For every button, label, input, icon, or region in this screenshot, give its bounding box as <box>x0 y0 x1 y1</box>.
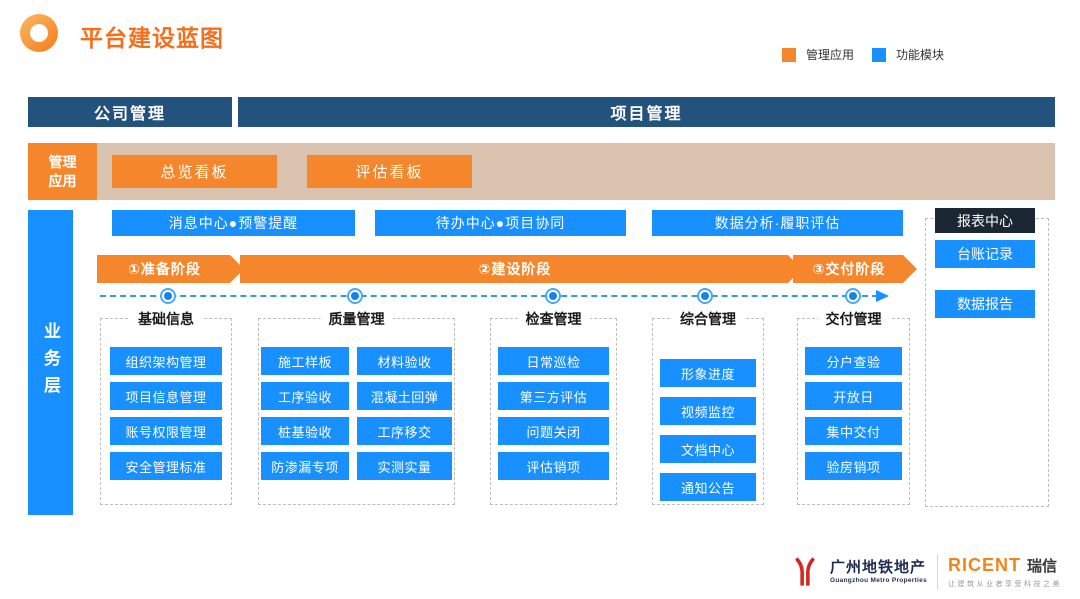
metro-name-cn: 广州地铁地产 <box>829 559 926 577</box>
header-project-management: 项目管理 <box>238 97 1055 127</box>
group-comprehensive-title: 综合管理 <box>672 309 744 329</box>
module-open-day: 开放日 <box>805 382 902 410</box>
title-ring-icon <box>20 14 58 52</box>
module-house-check-closeout: 验房销项 <box>805 452 902 480</box>
module-safety-standard: 安全管理标准 <box>110 452 222 480</box>
board-evaluation: 评估看板 <box>307 155 472 188</box>
ricent-tagline: 让建筑从业者享受科技之美 <box>948 581 1062 588</box>
metro-name-en: Guangzhou Metro Properties <box>829 576 927 584</box>
business-layer-label: 业务层 <box>41 322 60 403</box>
module-actual-measurement: 实测实量 <box>357 452 452 480</box>
legend-swatch-blue-icon <box>872 47 887 62</box>
module-account-permission: 账号权限管理 <box>110 417 222 445</box>
legend: 管理应用 功能模块 <box>782 46 944 63</box>
timeline-dashed-line <box>100 295 878 297</box>
legend-label-mgmt-app: 管理应用 <box>806 48 855 62</box>
footer-logos: 广州地铁地产 Guangzhou Metro Properties RICENT… <box>790 553 1062 591</box>
module-process-handover: 工序移交 <box>357 417 452 445</box>
module-material-acceptance: 材料验收 <box>357 347 452 375</box>
group-basic-info: 基础信息 组织架构管理 项目信息管理 账号权限管理 安全管理标准 <box>100 309 232 505</box>
module-household-inspection: 分户查验 <box>805 347 902 375</box>
timeline-node-1 <box>160 288 176 304</box>
group-delivery-title: 交付管理 <box>817 309 890 329</box>
module-ledger-record: 台账记录 <box>935 240 1035 268</box>
group-comprehensive-management: 综合管理 形象进度 视频监控 文档中心 通知公告 <box>652 309 764 505</box>
module-issue-closure: 问题关闭 <box>498 417 609 445</box>
bar-data-analysis: 数据分析·履职评估 <box>652 210 903 236</box>
phase-arrow-delivery: ③交付阶段 <box>793 255 917 283</box>
module-image-progress: 形象进度 <box>660 359 756 387</box>
group-basic-info-title: 基础信息 <box>130 309 202 329</box>
legend-item-func-module: 功能模块 <box>872 46 944 63</box>
module-daily-inspection: 日常巡检 <box>498 347 609 375</box>
module-third-party-evaluation: 第三方评估 <box>498 382 609 410</box>
guangzhou-metro-logo-icon <box>795 557 815 586</box>
group-delivery-management: 交付管理 分户查验 开放日 集中交付 验房销项 <box>797 309 910 505</box>
footer-divider <box>937 554 938 590</box>
metro-text-block: 广州地铁地产 Guangzhou Metro Properties <box>830 560 927 584</box>
ricent-name-cn: 瑞信 <box>1027 558 1058 575</box>
module-construction-sample: 施工样板 <box>261 347 349 375</box>
module-document-center: 文档中心 <box>660 435 756 463</box>
module-leakage-prevention: 防渗漏专项 <box>261 452 349 480</box>
module-video-monitoring: 视频监控 <box>660 397 756 425</box>
module-project-info: 项目信息管理 <box>110 382 222 410</box>
page-title: 平台建设蓝图 <box>80 25 224 51</box>
legend-item-mgmt-app: 管理应用 <box>782 46 854 63</box>
module-data-report: 数据报告 <box>935 290 1035 318</box>
business-layer-bar: 业务层 <box>28 210 73 515</box>
module-evaluation-closeout: 评估销项 <box>498 452 609 480</box>
module-notice-announcement: 通知公告 <box>660 473 756 501</box>
mgmt-app-tab: 管理应用 <box>28 143 97 200</box>
group-inspection-management: 检查管理 日常巡检 第三方评估 问题关闭 评估销项 <box>490 309 617 505</box>
legend-swatch-orange-icon <box>782 47 796 62</box>
group-inspection-title: 检查管理 <box>517 309 590 329</box>
phase-arrow-preparation: ①准备阶段 <box>97 255 244 283</box>
board-overview: 总览看板 <box>112 155 277 188</box>
mgmt-app-tab-label: 管理应用 <box>48 153 77 189</box>
title-ring-hole <box>30 24 48 42</box>
header-company-management: 公司管理 <box>28 97 232 127</box>
module-org-structure: 组织架构管理 <box>110 347 222 375</box>
ricent-logo-text: RICENT <box>948 555 1021 575</box>
bar-message-center: 消息中心●预警提醒 <box>112 210 355 236</box>
group-quality-title: 质量管理 <box>320 309 393 329</box>
module-pile-acceptance: 桩基验收 <box>261 417 349 445</box>
module-concrete-rebound: 混凝土回弹 <box>357 382 452 410</box>
phase-arrow-construction: ②建设阶段 <box>240 255 802 283</box>
timeline-node-5 <box>845 288 861 304</box>
bar-todo-center: 待办中心●项目协同 <box>375 210 626 236</box>
timeline-arrowhead-icon <box>876 290 889 302</box>
module-process-acceptance: 工序验收 <box>261 382 349 410</box>
timeline-node-3 <box>545 288 561 304</box>
report-center-title: 报表中心 <box>935 208 1035 233</box>
timeline-node-2 <box>347 288 363 304</box>
ricent-block: RICENT 瑞信 让建筑从业者享受科技之美 <box>948 555 1062 589</box>
group-quality-management: 质量管理 施工样板 材料验收 工序验收 混凝土回弹 桩基验收 工序移交 防渗漏专… <box>258 309 455 505</box>
legend-label-func-module: 功能模块 <box>896 48 945 62</box>
timeline-node-4 <box>697 288 713 304</box>
module-centralized-delivery: 集中交付 <box>805 417 902 445</box>
